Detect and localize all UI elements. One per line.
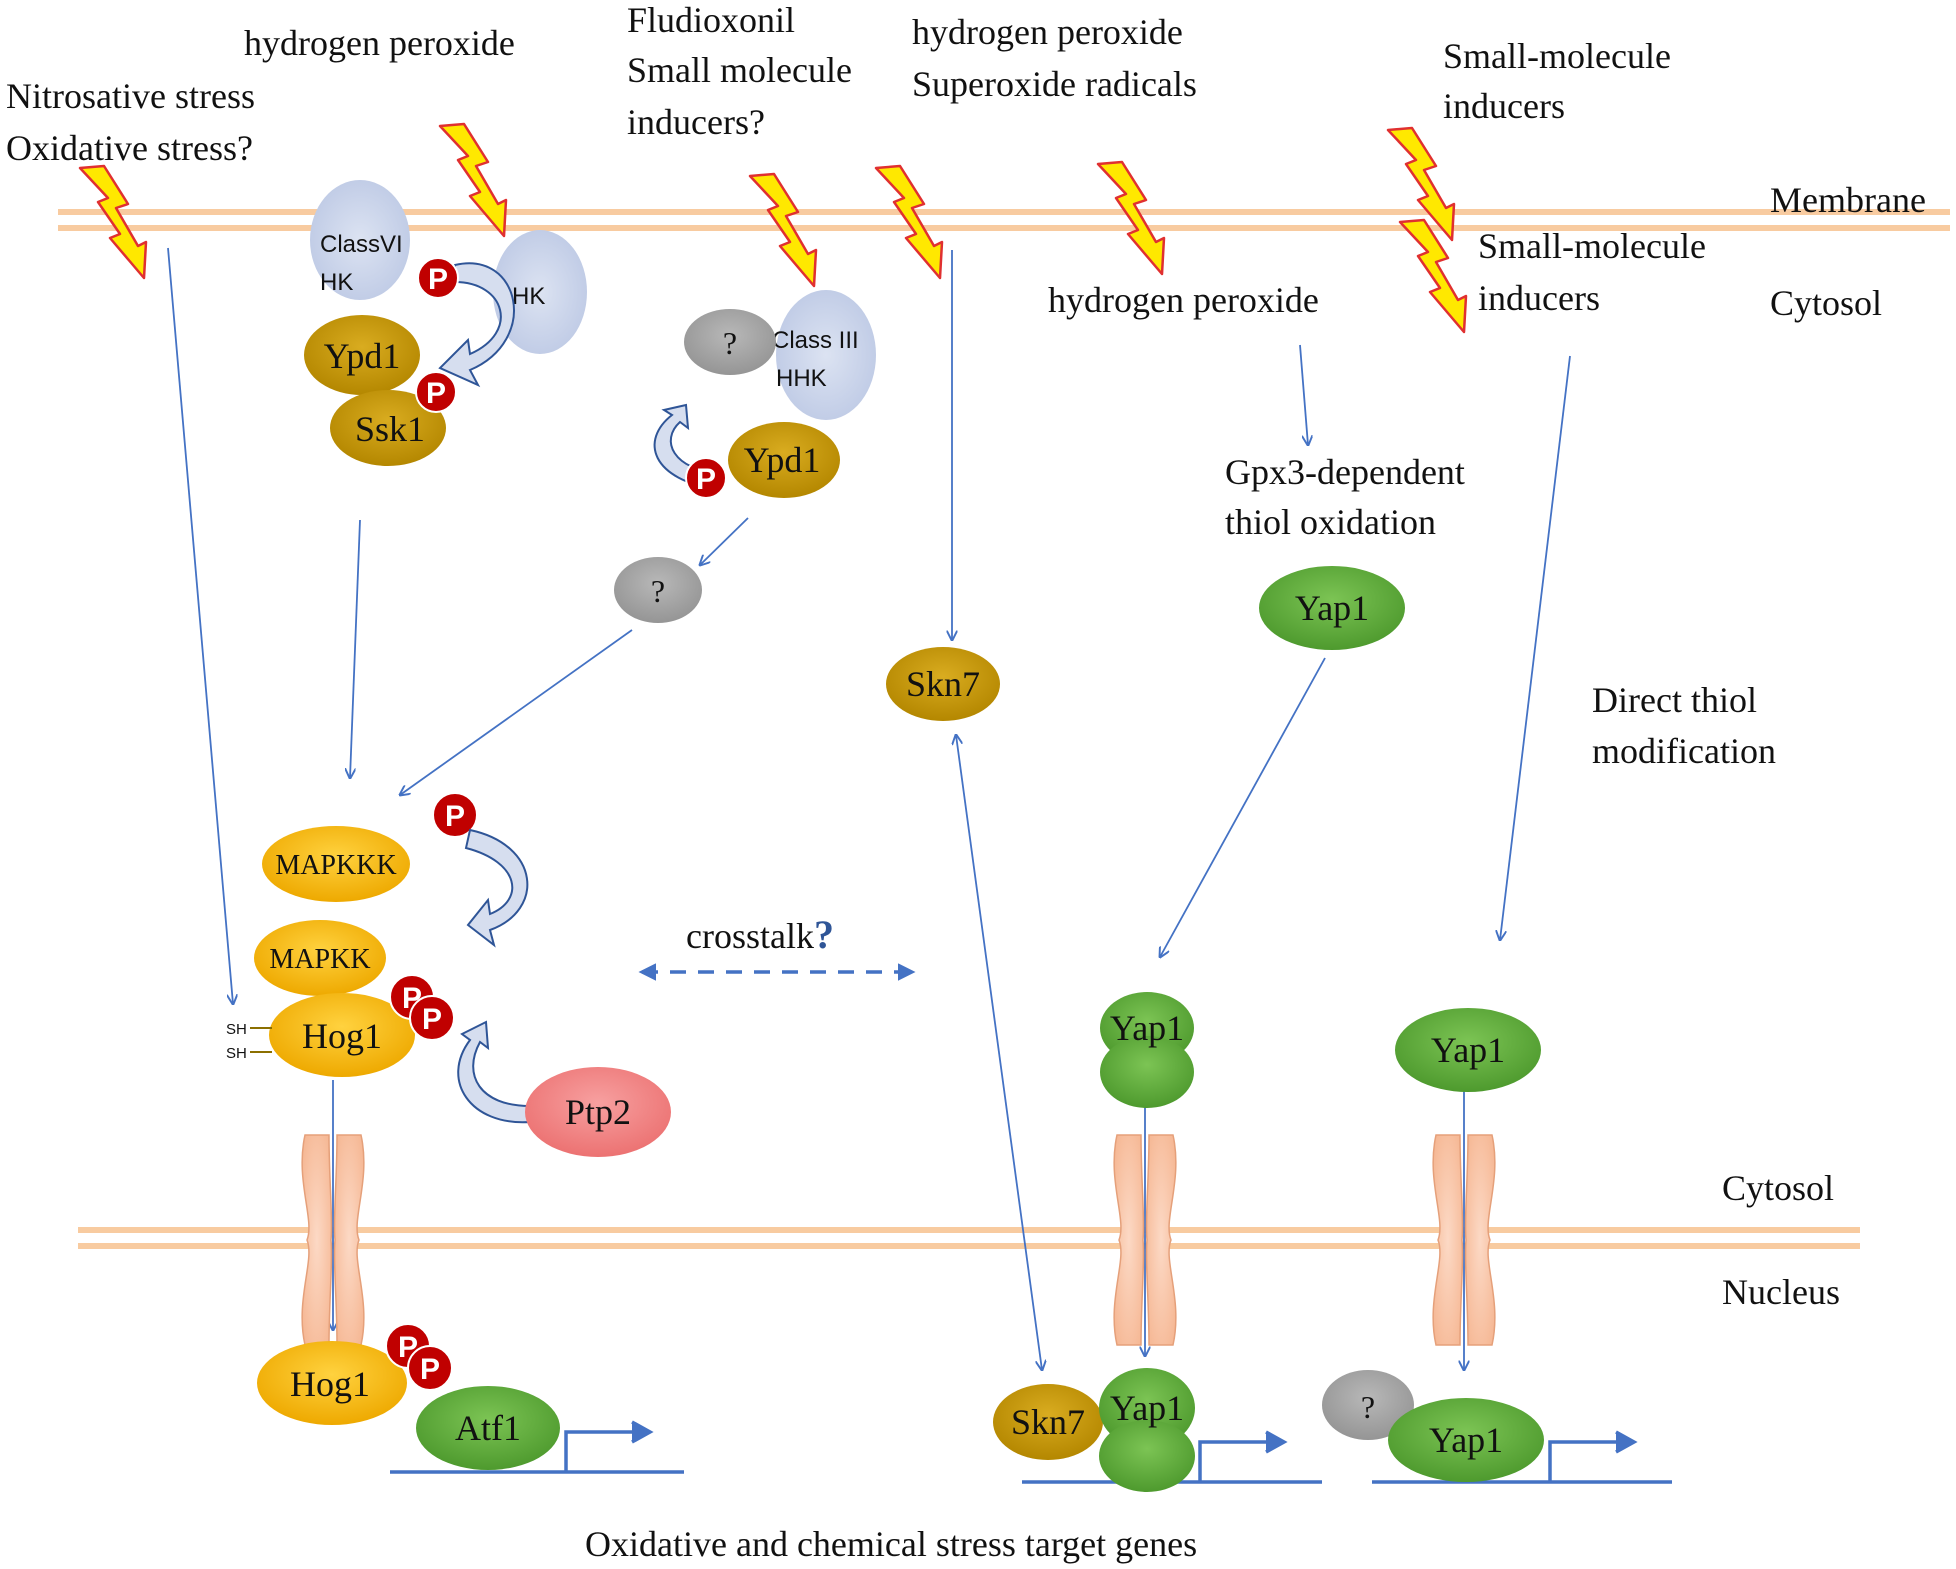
gpx3-label-b: thiol oxidation	[1225, 502, 1436, 542]
yap1-cytosol: Yap1	[1259, 566, 1405, 650]
svg-text:Atf1: Atf1	[455, 1408, 521, 1448]
svg-text:P: P	[696, 463, 716, 496]
skn7-cytosol: Skn7	[886, 647, 1000, 721]
mapkkk: MAPKKK	[262, 826, 410, 902]
svg-text:Yap1: Yap1	[1429, 1420, 1503, 1460]
svg-text:HK: HK	[320, 269, 353, 296]
svg-text:HHK: HHK	[776, 365, 827, 392]
phospho-icon: P	[415, 371, 457, 413]
phospho-icon: P	[409, 995, 455, 1041]
classvi-hk: ClassVI HK	[310, 180, 410, 300]
phosphotransfer-arrow-icon	[438, 262, 515, 388]
svg-text:MAPKK: MAPKK	[269, 944, 370, 975]
stimulus-sm-inducers-1b: inducers	[1443, 86, 1565, 126]
stimulus-nitrosative: Nitrosative stress	[6, 76, 255, 116]
stimulus-inducers-q: inducers?	[627, 102, 765, 142]
svg-text:Yap1: Yap1	[1295, 588, 1369, 628]
phosphotransfer-arrow-icon	[653, 403, 724, 492]
class3-hhk: Class III HHK	[772, 290, 876, 420]
svg-text:Yap1: Yap1	[1110, 1388, 1184, 1428]
phospho-icon: P	[685, 457, 727, 499]
stimulus-hp3: hydrogen peroxide	[1048, 280, 1319, 320]
svg-text:Skn7: Skn7	[1011, 1402, 1085, 1442]
unknown-protein-3: ?	[1322, 1370, 1414, 1440]
svg-text:MAPKKK: MAPKKK	[275, 850, 396, 881]
stimulus-hp1: hydrogen peroxide	[244, 23, 515, 63]
svg-text:P: P	[420, 1353, 440, 1386]
yap1-right-cytosol: Yap1	[1395, 1008, 1541, 1092]
ssk1: Ssk1	[330, 390, 446, 466]
mapkk: MAPKK	[254, 920, 386, 996]
ypd1-a: Ypd1	[304, 315, 420, 395]
svg-text:P: P	[422, 1003, 442, 1036]
lightning-icon	[78, 164, 148, 280]
crosstalk-label: crosstalk?	[686, 912, 834, 957]
svg-text:Ssk1: Ssk1	[355, 409, 425, 449]
stimulus-superoxide: Superoxide radicals	[912, 64, 1197, 104]
stimulus-fludioxonil: Fludioxonil	[627, 0, 795, 40]
unknown-protein-1: ?	[684, 309, 776, 375]
direct-thiol-a: Direct thiol	[1592, 680, 1757, 720]
svg-text:SH: SH	[226, 1021, 247, 1038]
svg-text:Yap1: Yap1	[1110, 1008, 1184, 1048]
label-nucleus: Nucleus	[1722, 1272, 1840, 1312]
skn7-nucleus: Skn7	[993, 1384, 1103, 1460]
label-membrane: Membrane	[1770, 180, 1926, 220]
stimulus-hp2: hydrogen peroxide	[912, 12, 1183, 52]
svg-text:Ypd1: Ypd1	[324, 336, 401, 376]
gpx3-label-a: Gpx3-dependent	[1225, 452, 1465, 492]
lightning-icon	[1096, 160, 1166, 276]
hk: HK	[493, 230, 587, 354]
svg-text:P: P	[426, 377, 446, 410]
svg-text:Skn7: Skn7	[906, 664, 980, 704]
yap1-nucleus-dimer: Yap1	[1099, 1368, 1195, 1492]
stimulus-sm-inducers-1a: Small-molecule	[1443, 36, 1671, 76]
svg-text:Yap1: Yap1	[1431, 1030, 1505, 1070]
target-genes-label: Oxidative and chemical stress target gen…	[585, 1524, 1197, 1564]
svg-text:?: ?	[723, 325, 737, 361]
signal-arrows	[167, 247, 1571, 1370]
stimulus-sm-inducers-2b: inducers	[1478, 278, 1600, 318]
sh-groups: SH SH	[226, 1021, 272, 1062]
label-cytosol-bottom: Cytosol	[1722, 1168, 1834, 1208]
direct-thiol-b: modification	[1592, 731, 1776, 771]
svg-text:Class III: Class III	[772, 327, 859, 354]
svg-text:SH: SH	[226, 1045, 247, 1062]
svg-text:Ptp2: Ptp2	[565, 1092, 631, 1132]
hog1-cytosol: Hog1	[269, 993, 415, 1077]
phosphotransfer-arrow-icon	[464, 828, 529, 948]
ptp2: Ptp2	[525, 1067, 671, 1157]
phospho-icon: P	[417, 257, 459, 299]
svg-text:P: P	[428, 263, 448, 296]
ypd1-b: Ypd1	[728, 422, 840, 498]
unknown-protein-2: ?	[614, 557, 702, 623]
svg-text:Hog1: Hog1	[302, 1016, 382, 1056]
stimulus-oxidative: Oxidative stress?	[6, 128, 253, 168]
stimulus-small-molecule: Small molecule	[627, 50, 852, 90]
svg-text:HK: HK	[512, 283, 545, 310]
svg-text:Hog1: Hog1	[290, 1364, 370, 1404]
label-cytosol-top: Cytosol	[1770, 283, 1882, 323]
phospho-icon: P	[432, 792, 478, 838]
svg-text:?: ?	[1361, 1389, 1375, 1425]
svg-text:ClassVI: ClassVI	[320, 231, 403, 258]
gene-promoters	[390, 1420, 1672, 1484]
phospho-icon: P	[407, 1345, 453, 1391]
svg-text:P: P	[445, 800, 465, 833]
yap1-dimer-cytosol: Yap1	[1100, 992, 1194, 1108]
dephosphorylation-arrow-icon	[457, 1020, 531, 1124]
atf1: Atf1	[416, 1386, 560, 1470]
yap1-nucleus-2: Yap1	[1388, 1398, 1544, 1482]
svg-text:Ypd1: Ypd1	[744, 440, 821, 480]
lightning-icon	[438, 122, 508, 238]
lightning-icon	[1398, 218, 1468, 334]
lightning-icon	[874, 164, 944, 280]
stimulus-sm-inducers-2a: Small-molecule	[1478, 226, 1706, 266]
svg-text:?: ?	[651, 573, 665, 609]
hog1-nucleus: Hog1	[257, 1341, 407, 1425]
